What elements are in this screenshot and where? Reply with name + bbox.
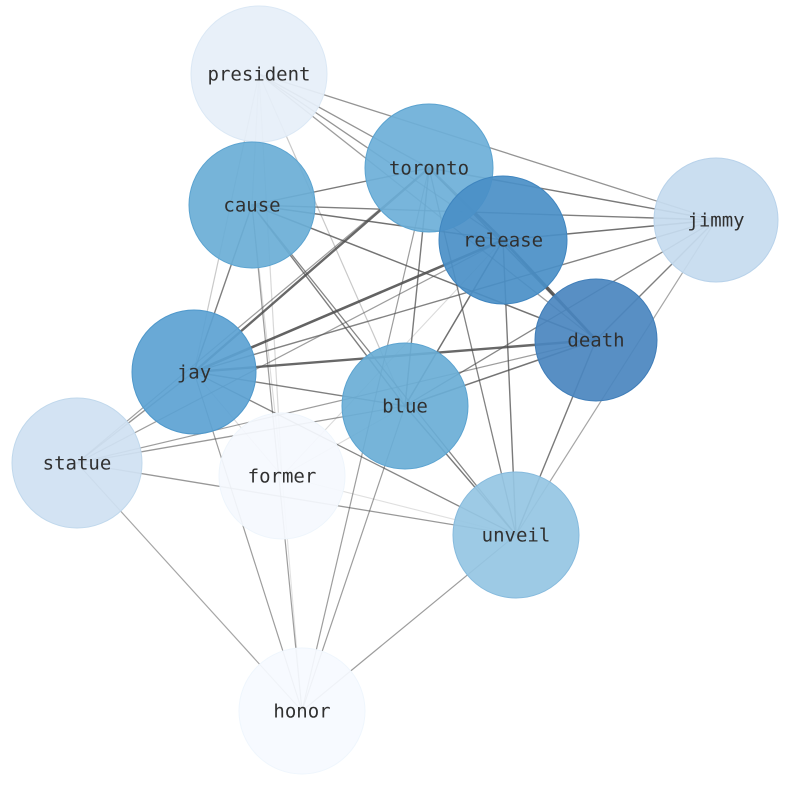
node-circle-statue[interactable]: [11, 397, 143, 529]
graph-edge: [76, 339, 597, 464]
graph-node-jay[interactable]: jay: [131, 309, 257, 435]
node-circle-death[interactable]: [534, 278, 658, 402]
graph-edge: [193, 219, 717, 373]
graph-node-release[interactable]: release: [438, 175, 568, 305]
nodes-layer: presidenttorontocausereleasejimmydeathja…: [11, 5, 779, 775]
graph-node-blue[interactable]: blue: [341, 342, 469, 470]
graph-node-statue[interactable]: statue: [11, 397, 143, 529]
node-circle-jay[interactable]: [131, 309, 257, 435]
graph-edge: [76, 167, 430, 464]
node-circle-honor[interactable]: [238, 647, 366, 775]
node-circle-cause[interactable]: [188, 141, 316, 269]
node-circle-former[interactable]: [218, 412, 346, 540]
graph-node-unveil[interactable]: unveil: [452, 471, 580, 599]
graph-node-cause[interactable]: cause: [188, 141, 316, 269]
graph-node-death[interactable]: death: [534, 278, 658, 402]
graph-node-president[interactable]: president: [190, 5, 328, 143]
graph-node-jimmy[interactable]: jimmy: [653, 157, 779, 283]
node-circle-release[interactable]: [438, 175, 568, 305]
graph-edge: [76, 239, 504, 464]
node-circle-jimmy[interactable]: [653, 157, 779, 283]
node-circle-blue[interactable]: [341, 342, 469, 470]
graph-node-honor[interactable]: honor: [238, 647, 366, 775]
graph-node-former[interactable]: former: [218, 412, 346, 540]
node-circle-president[interactable]: [190, 5, 328, 143]
node-circle-unveil[interactable]: [452, 471, 580, 599]
